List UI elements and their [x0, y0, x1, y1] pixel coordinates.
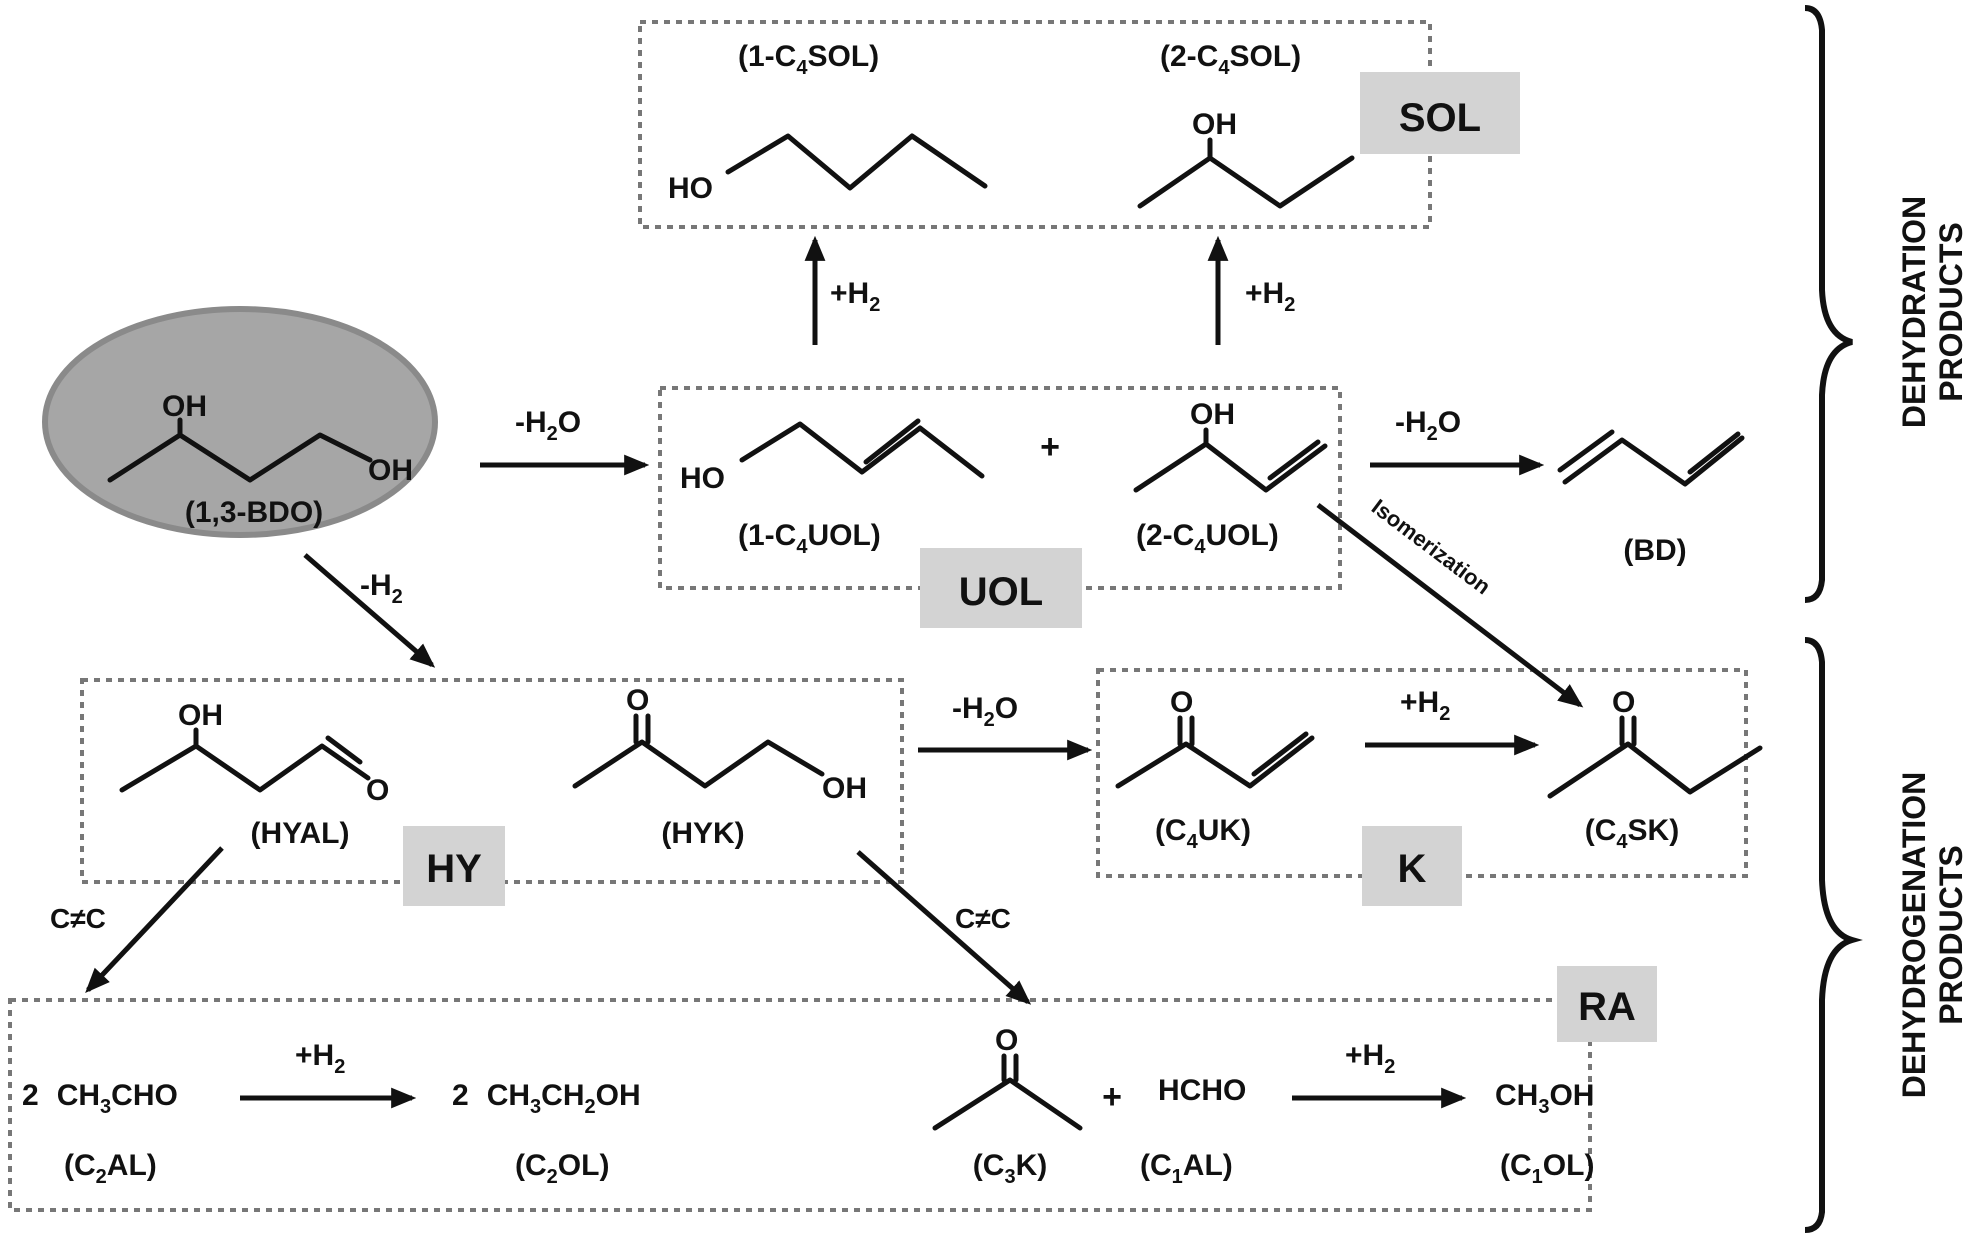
ra-group-box: [8, 998, 1592, 1212]
bdo-oh-top: OH: [162, 390, 207, 423]
hyal-o: O: [366, 774, 389, 807]
uol-group-box: [658, 386, 1342, 590]
c4uol2-oh: OH: [1190, 398, 1235, 431]
dehydrogenation-text-line2: PRODUCTS: [1933, 845, 1969, 1025]
c4uol1-skeleton: [739, 421, 985, 479]
minus-h2o-label-bd: -H2O: [1395, 406, 1461, 445]
c4sol2-skeleton: [1137, 155, 1355, 209]
methanol-formula: CH3OH: [1495, 1079, 1594, 1118]
c2al-label: (C2AL): [64, 1149, 157, 1188]
c1ol-label: (C1OL): [1500, 1149, 1594, 1188]
c4uk-skeleton: [1115, 735, 1315, 789]
ra-tag-label: RA: [1578, 985, 1636, 1029]
hyk-label: (HYK): [661, 817, 744, 850]
bdo-highlight-ellipse: [42, 306, 438, 538]
bd-double-bond-2: [1687, 431, 1741, 475]
c3k-label: (C3K): [973, 1149, 1047, 1188]
c4sol1-label: (1-C4SOL): [738, 40, 879, 79]
c1al-label: (C1AL): [1140, 1149, 1233, 1188]
c2ol-label: (C2OL): [515, 1149, 609, 1188]
bdo-skeleton: [107, 432, 373, 483]
k-tag-label: K: [1398, 847, 1427, 891]
minus-h2-label-hy: -H2: [360, 569, 403, 608]
c4uol1-double-bond: [863, 418, 921, 465]
plus-h2-label-sol2: +H2: [1245, 277, 1295, 316]
uol-tag-label: UOL: [959, 570, 1043, 614]
acetone-o: O: [995, 1024, 1018, 1057]
c4sk-o: O: [1612, 686, 1635, 719]
c4uol1-label: (1-C4UOL): [738, 519, 881, 558]
isomerization-label: Isomerization: [1367, 494, 1495, 599]
arrow-bdo-to-hy: [303, 553, 436, 668]
k-tag: [1362, 826, 1462, 906]
hy-tag: [403, 826, 505, 906]
arrow-hyal-cleavage: [85, 846, 224, 994]
dehydrogenation-bracket: [1804, 637, 1863, 1233]
hy-tag-label: HY: [426, 847, 482, 891]
dehydration-text-line2: PRODUCTS: [1933, 222, 1969, 402]
c4sol1-skeleton: [725, 133, 988, 191]
plus-sign-ra: +: [1102, 1078, 1122, 1116]
bd-double-bond-1: [1557, 429, 1615, 473]
c4uol1-ho: HO: [680, 462, 725, 495]
sol-tag: [1360, 72, 1520, 154]
c4sol2-oh: OH: [1192, 108, 1237, 141]
c4sol1-ho: HO: [668, 172, 713, 205]
formaldehyde-formula: HCHO: [1158, 1074, 1246, 1107]
c4uk-double-bond: [1251, 731, 1309, 777]
c4uol2-label: (2-C4UOL): [1136, 519, 1279, 558]
dehydrogenation-text-line1: DEHYDROGENATION: [1896, 772, 1932, 1099]
minus-h2o-label-k: -H2O: [952, 692, 1018, 731]
arrow-hyk-cleavage: [856, 850, 1032, 1005]
cc-cleavage-label-left: C≠C: [50, 903, 106, 934]
uol-tag: [920, 548, 1082, 628]
bdo-label: (1,3-BDO): [185, 496, 323, 529]
c4uol2-double-bond: [1267, 439, 1321, 481]
c4uk-o: O: [1170, 686, 1193, 719]
c4uol2-skeleton: [1133, 441, 1328, 493]
plus-h2-label-c2: +H2: [295, 1039, 345, 1078]
plus-h2-label-sol1: +H2: [830, 277, 880, 316]
plus-h2-label-k: +H2: [1400, 686, 1450, 725]
hyal-carbonyl-double: [325, 735, 363, 765]
dehydration-bracket: [1804, 5, 1853, 603]
hyk-o: O: [626, 684, 649, 717]
bdo-oh-end: OH: [368, 454, 413, 487]
acetone-skeleton: [932, 1077, 1083, 1131]
plus-h2-label-c1: +H2: [1345, 1039, 1395, 1078]
c4sk-skeleton: [1547, 741, 1763, 799]
dehydration-text-line1: DEHYDRATION: [1896, 196, 1932, 428]
c4uk-label: (C4UK): [1155, 814, 1251, 853]
cc-cleavage-label-right: C≠C: [955, 903, 1011, 934]
ra-tag: [1557, 966, 1657, 1042]
minus-h2o-label-uol: -H2O: [515, 406, 581, 445]
sol-tag-label: SOL: [1399, 96, 1481, 140]
c4sk-label: (C4SK): [1585, 814, 1679, 853]
plus-sign-uol: +: [1040, 428, 1060, 466]
bd-label: (BD): [1623, 534, 1686, 567]
hyk-skeleton: [572, 739, 825, 789]
c4sol2-label: (2-C4SOL): [1160, 40, 1301, 79]
hyal-label: (HYAL): [251, 817, 350, 850]
hyal-skeleton: [119, 743, 371, 793]
bd-skeleton: [1562, 435, 1745, 487]
hyk-oh: OH: [822, 772, 867, 805]
arrow-isomerization: [1316, 503, 1584, 708]
hyal-oh: OH: [178, 699, 223, 732]
